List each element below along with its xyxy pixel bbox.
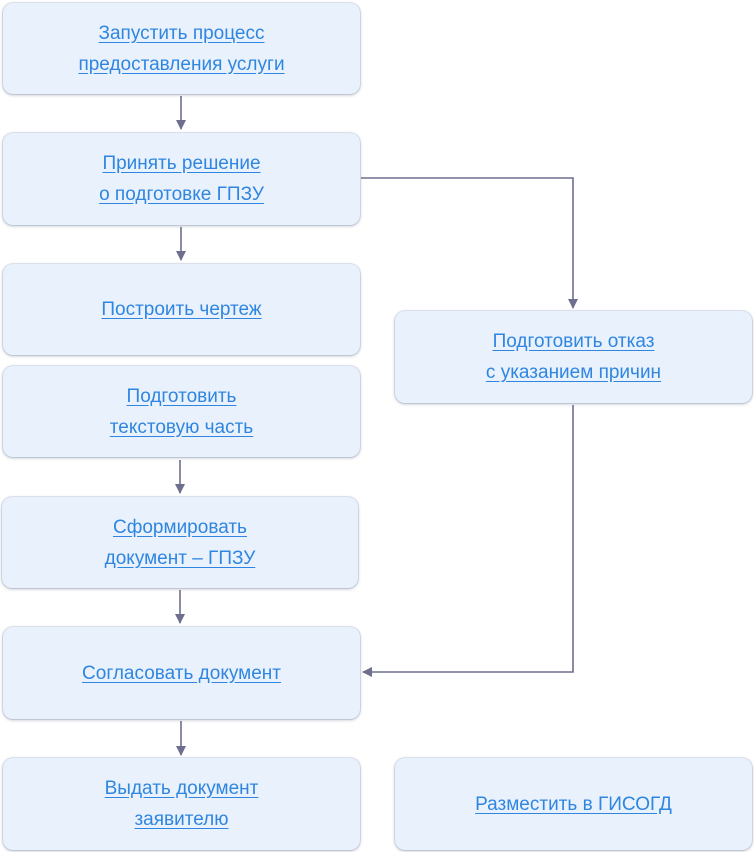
link-issue-line2: заявителю — [134, 809, 229, 830]
link-text-part[interactable]: Подготовить текстовую часть — [110, 381, 253, 443]
link-issue[interactable]: Выдать документ заявителю — [105, 773, 259, 835]
link-form-doc[interactable]: Сформировать документ – ГПЗУ — [105, 512, 256, 574]
link-approve-line1: Согласовать документ — [82, 662, 281, 684]
step-form-doc: Сформировать документ – ГПЗУ — [2, 497, 358, 588]
link-form-doc-line1: Сформировать — [113, 516, 247, 538]
link-start-process-line2: предоставления услуги — [78, 53, 285, 75]
link-draw[interactable]: Построить чертеж — [101, 294, 261, 325]
link-decide-line1: Принять решение — [102, 153, 261, 174]
link-text-part-line2: текстовую часть — [109, 416, 254, 438]
arrow-decide-to-refusal — [361, 177, 578, 309]
step-refusal: Подготовить отказ с указанием причин — [395, 311, 752, 403]
step-approve: Согласовать документ — [3, 627, 360, 719]
link-decide-line2: о подготовке ГПЗУ — [99, 184, 264, 205]
link-publish[interactable]: Разместить в ГИСОГД — [475, 789, 672, 820]
step-decide: Принять решение о подготовке ГПЗУ — [3, 133, 360, 225]
link-issue-line1: Выдать документ — [104, 778, 259, 799]
link-refusal[interactable]: Подготовить отказ с указанием причин — [486, 326, 661, 388]
link-refusal-line2: с указанием причин — [485, 362, 662, 383]
link-draw-line1: Построить чертеж — [101, 299, 262, 320]
link-start-process-line1: Запустить процесс — [98, 22, 265, 44]
link-form-doc-line2: документ – ГПЗУ — [104, 547, 256, 569]
step-text-part: Подготовить текстовую часть — [3, 366, 360, 457]
link-start-process[interactable]: Запустить процесс предоставления услуги — [78, 18, 284, 80]
link-text-part-line1: Подготовить — [126, 385, 237, 407]
link-approve[interactable]: Согласовать документ — [82, 658, 281, 689]
link-decide[interactable]: Принять решение о подготовке ГПЗУ — [99, 148, 264, 210]
link-publish-line1: Разместить в ГИСОГД — [475, 793, 672, 815]
arrow-refusal-to-approve — [362, 405, 574, 677]
step-issue: Выдать документ заявителю — [3, 758, 360, 850]
link-refusal-line1: Подготовить отказ — [492, 331, 655, 352]
step-draw: Построить чертеж — [3, 264, 360, 355]
step-start-process: Запустить процесс предоставления услуги — [3, 3, 360, 94]
step-publish: Разместить в ГИСОГД — [395, 758, 752, 850]
